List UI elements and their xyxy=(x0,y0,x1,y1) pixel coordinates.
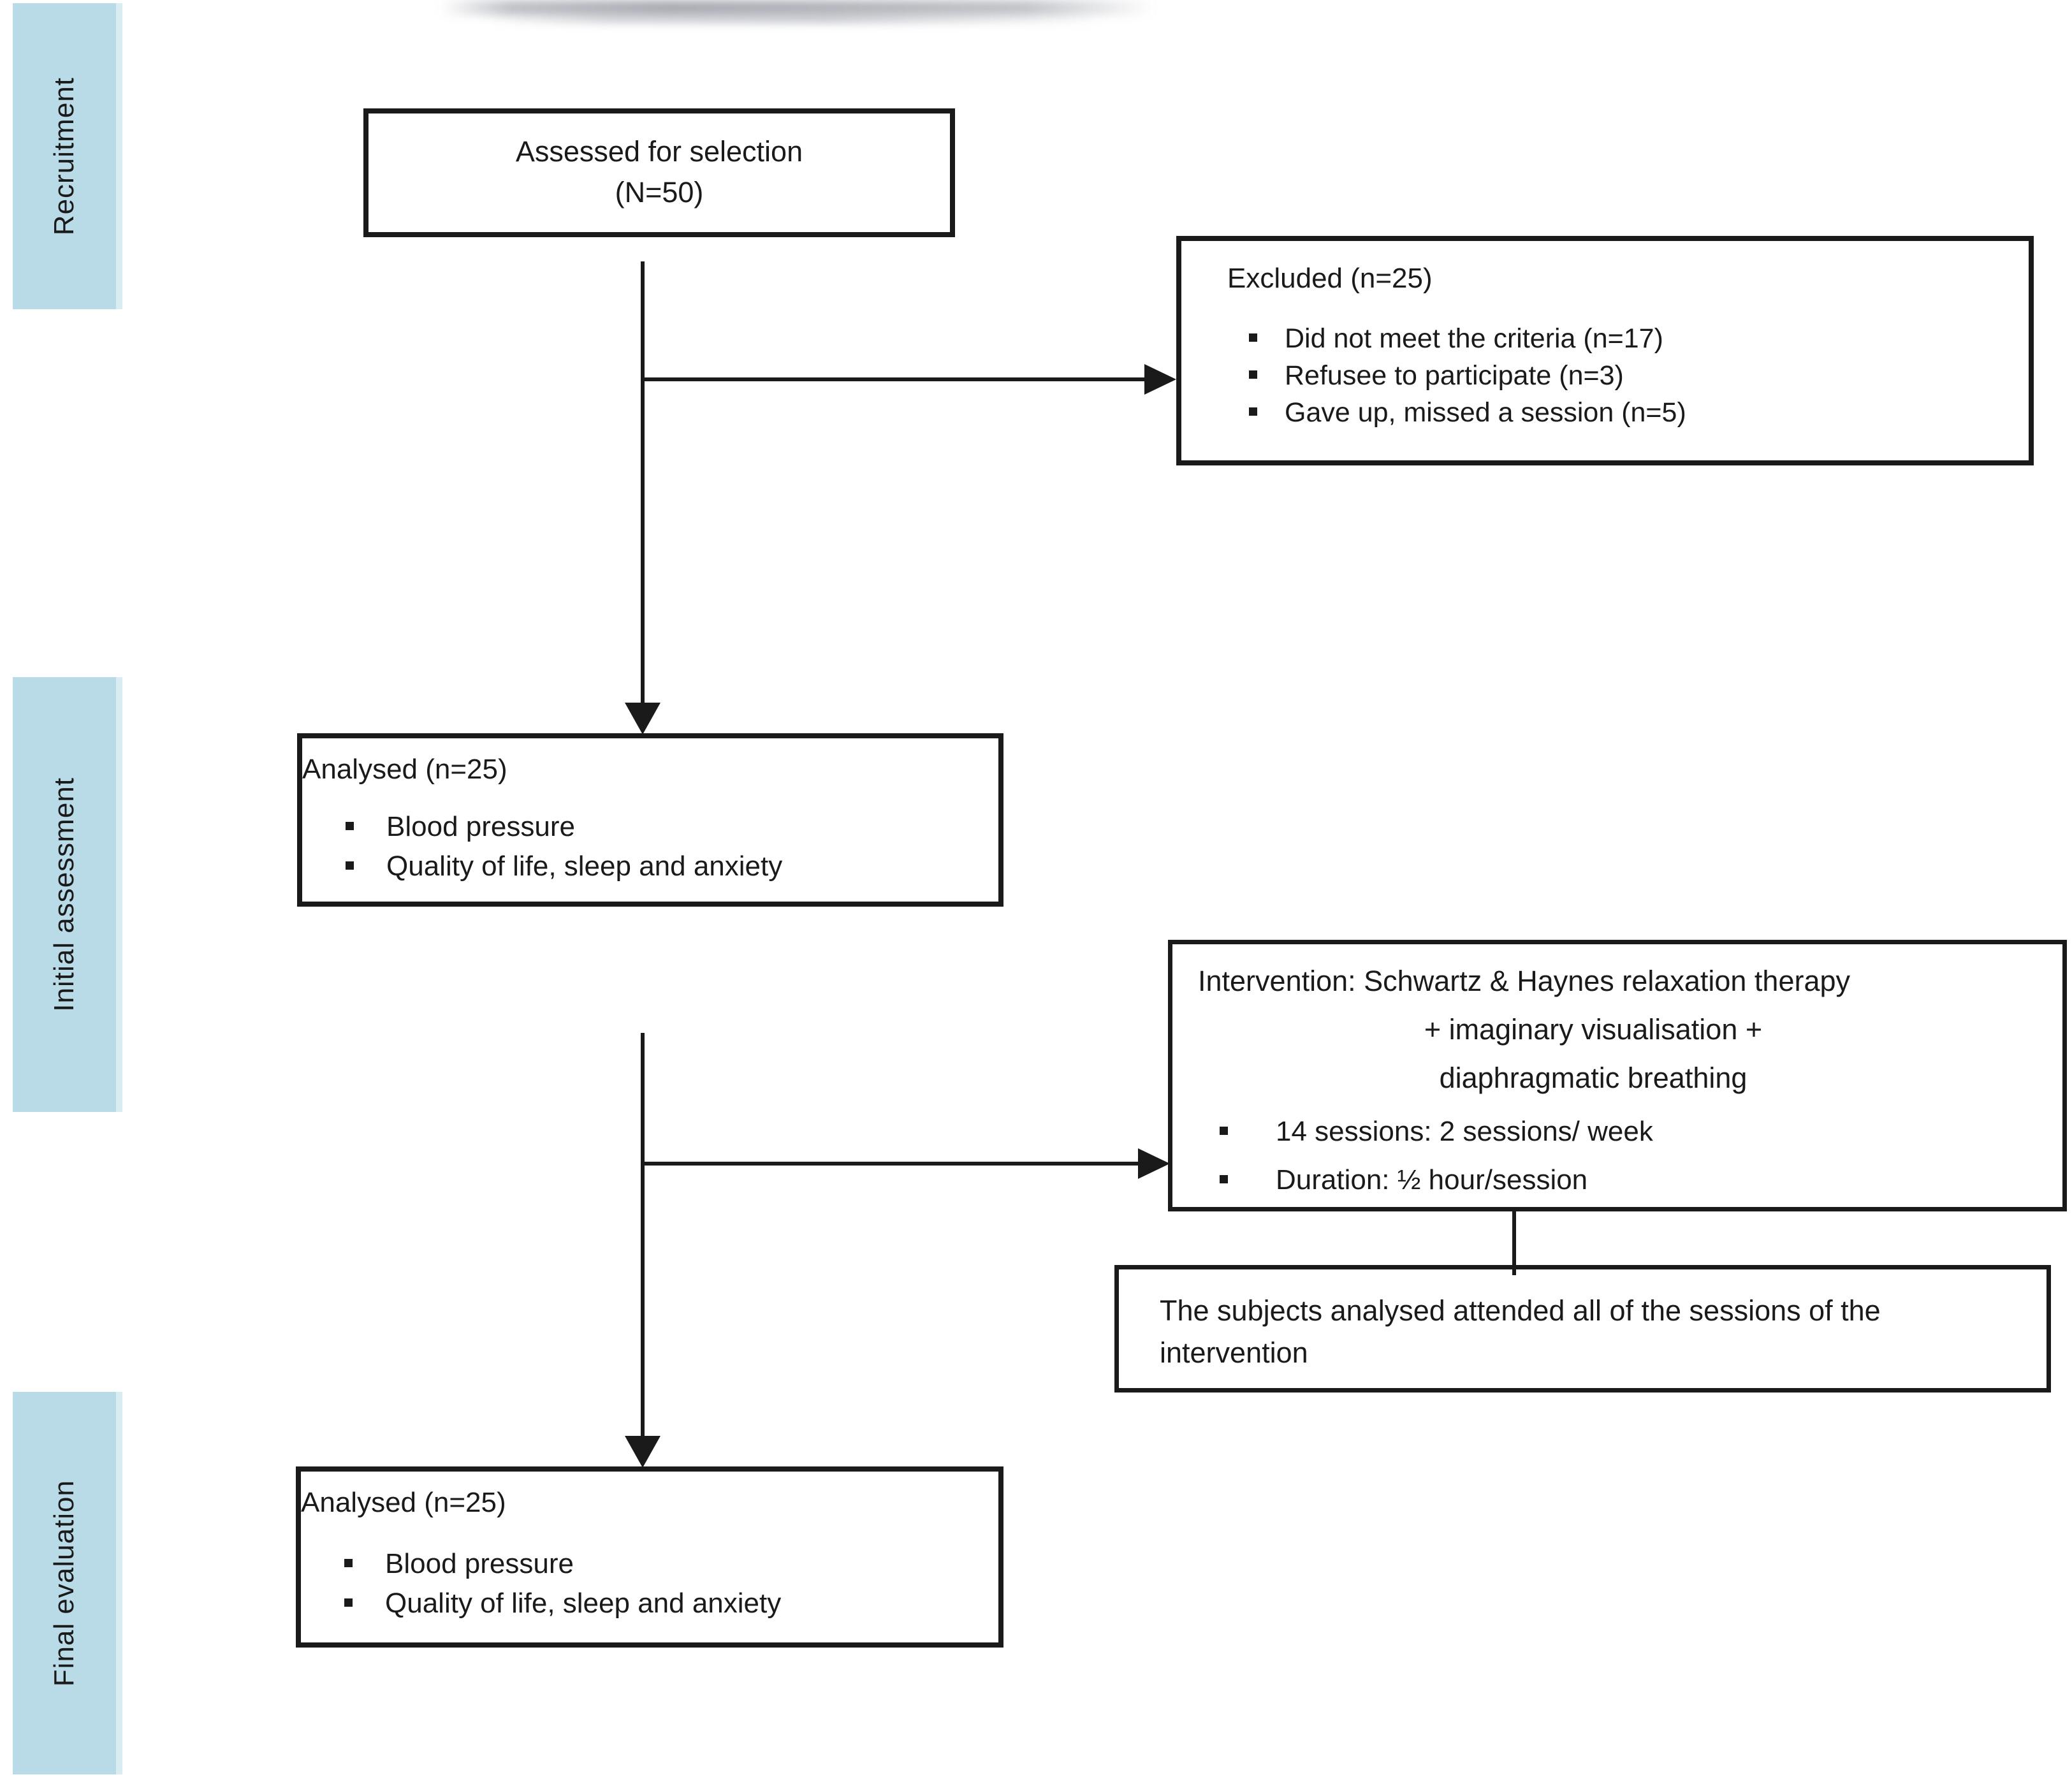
analysed-initial-item: Blood pressure xyxy=(340,807,998,847)
bullet-square-icon xyxy=(1220,1127,1228,1135)
stage-panel-recruitment: Recruitment xyxy=(13,3,122,309)
assessed-count: (N=50) xyxy=(615,176,704,208)
intervention-item: Duration: ½ hour/session xyxy=(1215,1156,2062,1204)
excluded-item: Did not meet the criteria (n=17) xyxy=(1244,320,2016,357)
scan-artifact-top xyxy=(440,0,1154,15)
bullet-square-icon xyxy=(344,1559,353,1567)
scan-artifact-top-secondary xyxy=(485,14,1109,24)
bullet-square-icon xyxy=(1220,1175,1228,1183)
excluded-item: Gave up, missed a session (n=5) xyxy=(1244,394,2016,431)
attendance-note-box: The subjects analysed attended all of th… xyxy=(1114,1265,2051,1393)
stage-panel-initial-assessment: Initial assessment xyxy=(13,677,122,1112)
excluded-item-text: Refusee to participate (n=3) xyxy=(1285,360,1624,391)
stage-label-recruitment: Recruitment xyxy=(48,77,80,236)
bullet-square-icon xyxy=(1249,407,1257,416)
intervention-list: 14 sessions: 2 sessions/ week Duration: … xyxy=(1172,1107,2062,1204)
arrowhead-down-icon xyxy=(625,703,660,735)
connector-assessed-to-analysed xyxy=(641,261,645,703)
analysed-final-item: Blood pressure xyxy=(339,1544,998,1584)
intervention-line3: diaphragmatic breathing xyxy=(1439,1062,1747,1094)
intervention-line2: + imaginary visualisation + xyxy=(1424,1013,1763,1046)
stage-label-initial-assessment: Initial assessment xyxy=(48,777,80,1012)
analysed-initial-title: Analysed (n=25) xyxy=(302,754,507,785)
excluded-title: Excluded (n=25) xyxy=(1227,263,1433,294)
analysed-final-title: Analysed (n=25) xyxy=(301,1487,506,1518)
bullet-square-icon xyxy=(1249,370,1257,379)
bullet-square-icon xyxy=(346,861,354,870)
excluded-box: Excluded (n=25) Did not meet the criteri… xyxy=(1176,236,2034,465)
bullet-square-icon xyxy=(344,1598,353,1607)
assessed-title: Assessed for selection xyxy=(515,135,803,168)
attendance-note-text: The subjects analysed attended all of th… xyxy=(1160,1294,1881,1369)
stage-panel-final-evaluation: Final evaluation xyxy=(13,1392,122,1774)
analysed-final-box: Analysed (n=25) Blood pressure Quality o… xyxy=(296,1466,1003,1648)
analysed-final-item: Quality of life, sleep and anxiety xyxy=(339,1584,998,1623)
excluded-item-text: Did not meet the criteria (n=17) xyxy=(1285,323,1663,354)
connector-analysed-to-intervention xyxy=(643,1162,1138,1166)
bullet-square-icon xyxy=(1249,333,1257,342)
analysed-final-list: Blood pressure Quality of life, sleep an… xyxy=(301,1544,998,1623)
analysed-initial-item-text: Blood pressure xyxy=(386,811,575,842)
assessed-box: Assessed for selection (N=50) xyxy=(363,108,955,237)
intervention-line1: Intervention: Schwartz & Haynes relaxati… xyxy=(1198,965,1851,997)
arrowhead-right-icon xyxy=(1144,364,1176,395)
intervention-box: Intervention: Schwartz & Haynes relaxati… xyxy=(1168,940,2067,1211)
connector-intervention-to-note xyxy=(1512,1211,1516,1275)
analysed-initial-item-text: Quality of life, sleep and anxiety xyxy=(386,851,783,882)
analysed-final-item-text: Blood pressure xyxy=(385,1548,574,1579)
intervention-item-text: Duration: ½ hour/session xyxy=(1276,1164,1588,1195)
analysed-initial-list: Blood pressure Quality of life, sleep an… xyxy=(302,807,998,886)
stage-label-final-evaluation: Final evaluation xyxy=(48,1479,80,1687)
intervention-item-text: 14 sessions: 2 sessions/ week xyxy=(1276,1116,1653,1147)
connector-assessed-to-excluded xyxy=(643,377,1144,381)
arrowhead-down-icon xyxy=(625,1436,660,1468)
excluded-list: Did not meet the criteria (n=17) Refusee… xyxy=(1227,320,2016,431)
bullet-square-icon xyxy=(346,822,354,830)
analysed-final-item-text: Quality of life, sleep and anxiety xyxy=(385,1588,782,1619)
connector-analysed-to-final xyxy=(641,1033,645,1436)
analysed-initial-box: Analysed (n=25) Blood pressure Quality o… xyxy=(297,733,1003,907)
arrowhead-right-icon xyxy=(1138,1148,1170,1179)
excluded-item: Refusee to participate (n=3) xyxy=(1244,357,2016,394)
excluded-item-text: Gave up, missed a session (n=5) xyxy=(1285,397,1686,428)
analysed-initial-item: Quality of life, sleep and anxiety xyxy=(340,847,998,886)
intervention-item: 14 sessions: 2 sessions/ week xyxy=(1215,1107,2062,1156)
